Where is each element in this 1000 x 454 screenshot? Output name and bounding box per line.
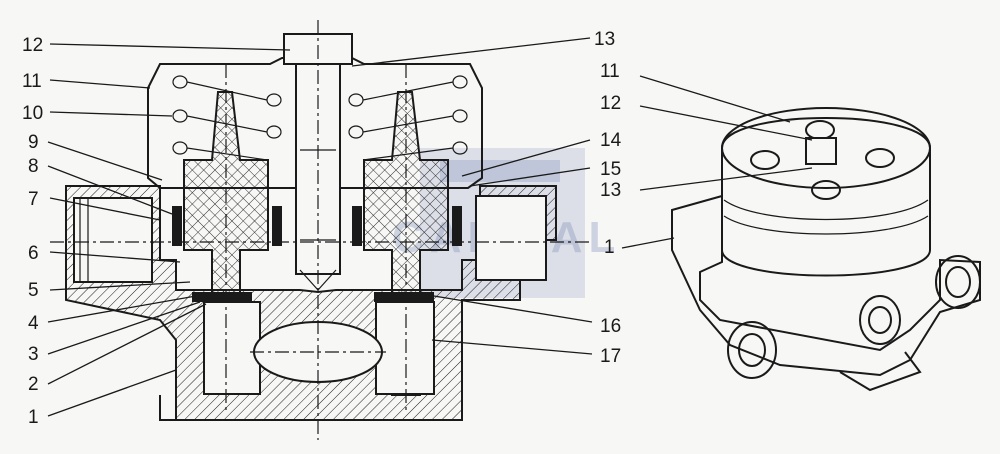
callout-7: 7 — [28, 189, 39, 210]
callout-5: 5 — [28, 280, 39, 301]
callout-10: 10 — [22, 103, 43, 124]
callout-13: 13 — [594, 29, 615, 50]
callout-ext-12: 12 — [600, 93, 621, 114]
callouts-external: 11 12 13 1 — [600, 61, 621, 258]
callout-6: 6 — [28, 243, 39, 264]
callout-4: 4 — [28, 313, 39, 334]
callout-3: 3 — [28, 344, 39, 365]
callout-17: 17 — [600, 346, 621, 367]
callout-15: 15 — [600, 159, 621, 180]
callout-ext-1: 1 — [604, 237, 615, 258]
external-view — [671, 107, 981, 392]
callout-ext-11: 11 — [600, 61, 620, 82]
callout-14: 14 — [600, 130, 622, 151]
callout-1: 1 — [28, 407, 39, 428]
callout-8: 8 — [28, 156, 39, 177]
leader-lines — [47, 37, 813, 417]
callout-9: 9 — [28, 132, 39, 153]
callout-ext-13: 13 — [600, 180, 621, 201]
sectional-view — [50, 20, 590, 440]
callout-12: 12 — [22, 35, 43, 56]
callout-16: 16 — [600, 316, 621, 337]
callout-2: 2 — [28, 374, 39, 395]
callouts-section-right: 13 14 15 16 17 — [594, 29, 622, 367]
callouts-left: 12 11 10 9 8 7 6 5 4 3 2 1 — [22, 35, 43, 428]
callout-11: 11 — [22, 71, 42, 92]
